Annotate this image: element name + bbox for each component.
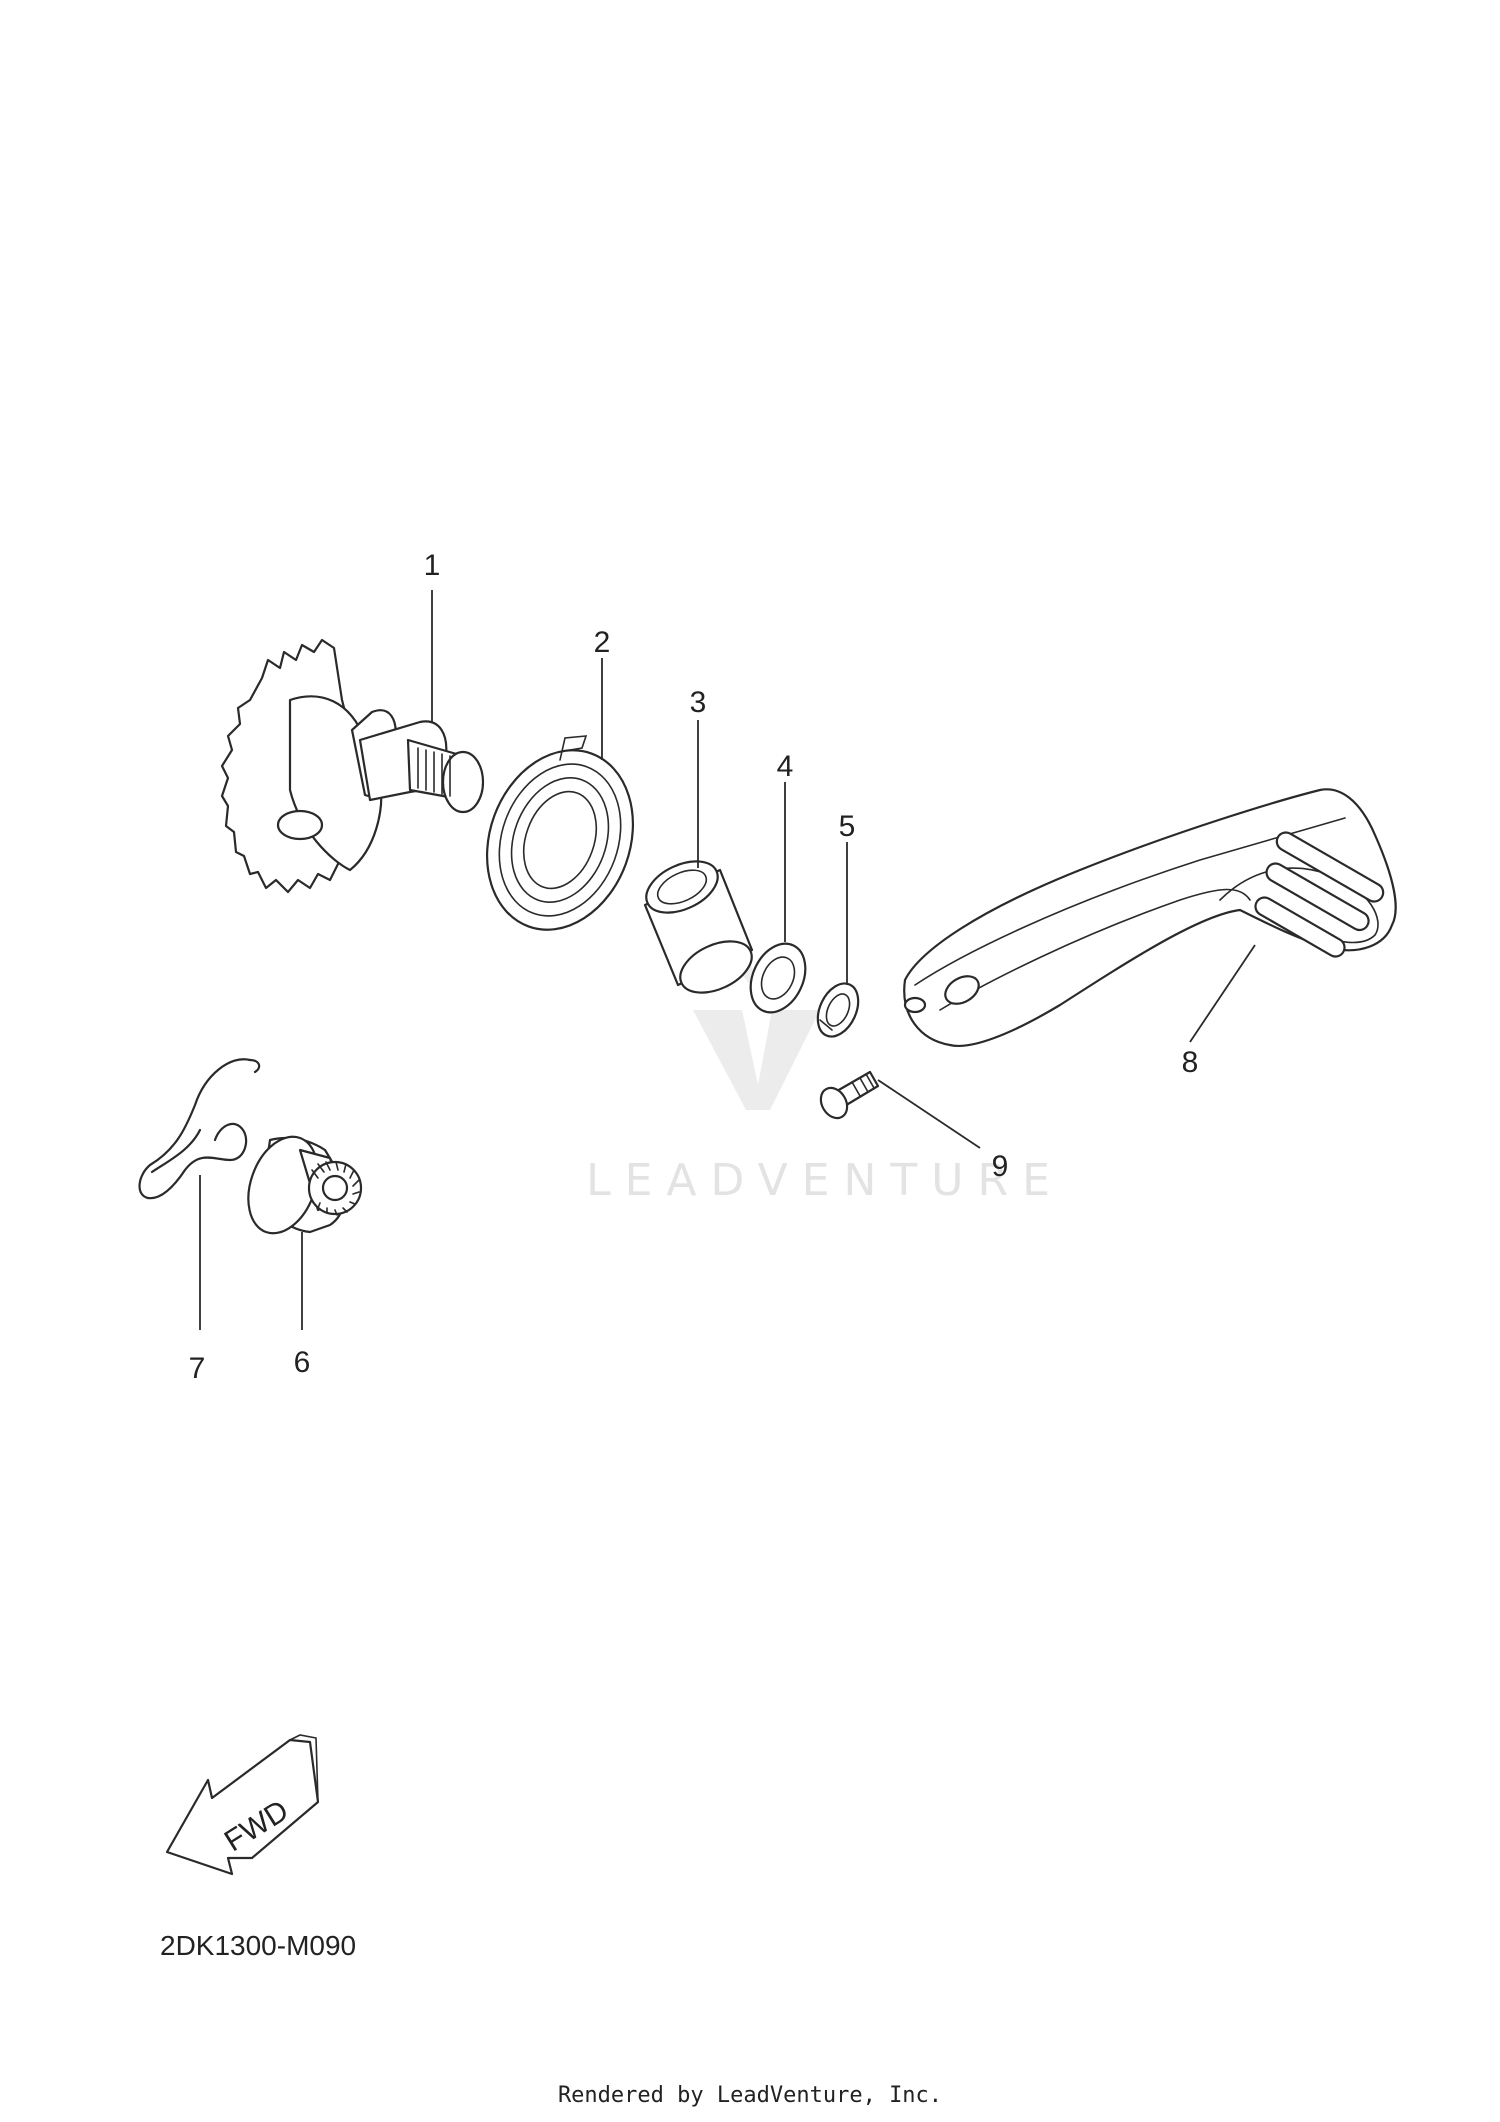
part-torsion-spring[interactable]	[463, 730, 657, 951]
callout-3: 3	[690, 686, 707, 719]
part-kick-axle-assembly[interactable]	[220, 638, 485, 894]
part-circlip[interactable]	[810, 977, 866, 1043]
part-pinion-gear[interactable]	[236, 1127, 363, 1243]
callout-1: 1	[424, 549, 441, 582]
callout-2: 2	[594, 626, 611, 659]
part-kick-crank[interactable]	[903, 788, 1397, 1047]
callout-8: 8	[1182, 1046, 1199, 1079]
part-spring-clip[interactable]	[138, 1058, 261, 1200]
callout-9: 9	[992, 1150, 1009, 1183]
callout-4: 4	[777, 750, 794, 783]
part-bolt[interactable]	[816, 1070, 880, 1123]
callout-7: 7	[189, 1352, 206, 1385]
leader-lines	[199, 590, 1256, 1330]
watermark: LEADVENTURE	[586, 945, 1064, 1206]
leader-line-9	[877, 1079, 981, 1149]
callout-5: 5	[839, 810, 856, 843]
callout-6: 6	[294, 1346, 311, 1379]
callout-numbers: 1 2 3 4 5 6 7 8 9	[189, 549, 1199, 1385]
diagram-code: 2DK1300-M090	[160, 1930, 356, 1961]
fwd-arrow: FWD	[165, 1734, 320, 1876]
part-collar[interactable]	[638, 851, 759, 1003]
leader-line-8	[1189, 944, 1256, 1043]
part-washer[interactable]	[740, 935, 816, 1021]
render-credit: Rendered by LeadVenture, Inc.	[558, 2083, 942, 2108]
watermark-text: LEADVENTURE	[586, 1155, 1064, 1206]
